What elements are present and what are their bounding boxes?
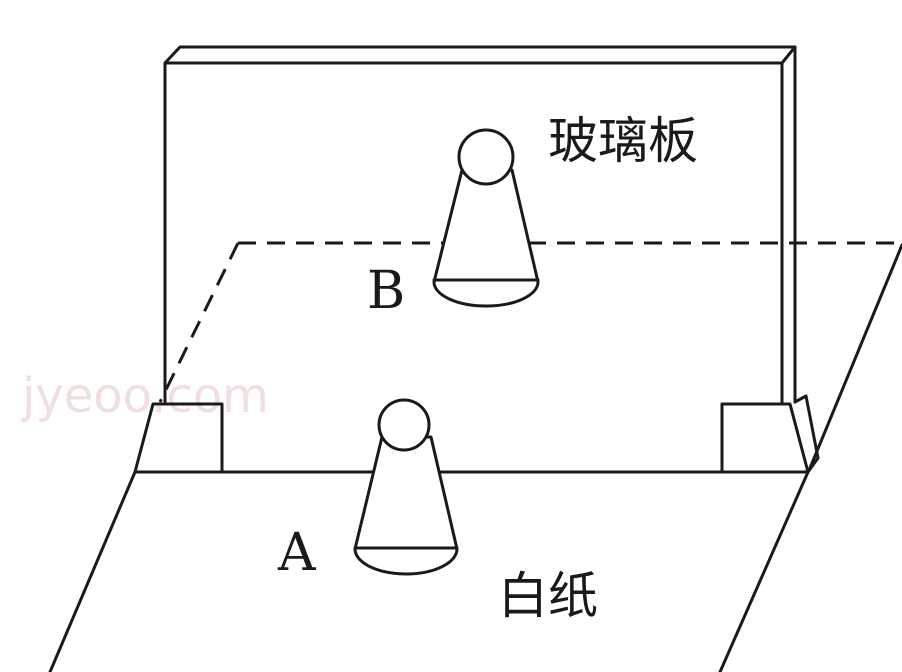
- candle-a-top: [377, 398, 431, 452]
- left-support-block: [133, 402, 224, 474]
- paper-right-back-edge: [808, 243, 902, 470]
- white-paper: [48, 241, 902, 672]
- candle-b-label: B: [367, 261, 405, 321]
- glass-plate-side-edge: [780, 45, 797, 65]
- candle-b: [432, 128, 540, 308]
- candle-a: [353, 398, 459, 576]
- glass-plate-thickness-top: [163, 45, 797, 65]
- watermark-text: jyeoo.com: [21, 368, 269, 424]
- candle-a-label: A: [277, 523, 317, 583]
- paper-front-right-edge: [718, 470, 810, 672]
- glass-plate: [133, 45, 820, 474]
- paper-front-left-edge: [48, 470, 137, 672]
- glass-plate-frame: [163, 61, 784, 404]
- candle-b-top: [457, 128, 515, 186]
- candle-a-body: [353, 435, 459, 576]
- paper-hidden-left-edge: [158, 242, 240, 403]
- glass-plate-label: 玻璃板: [548, 112, 698, 170]
- right-support-side: [793, 394, 820, 474]
- white-paper-label: 白纸: [498, 567, 598, 625]
- right-support-block: [720, 402, 810, 474]
- candle-b-body: [432, 168, 540, 308]
